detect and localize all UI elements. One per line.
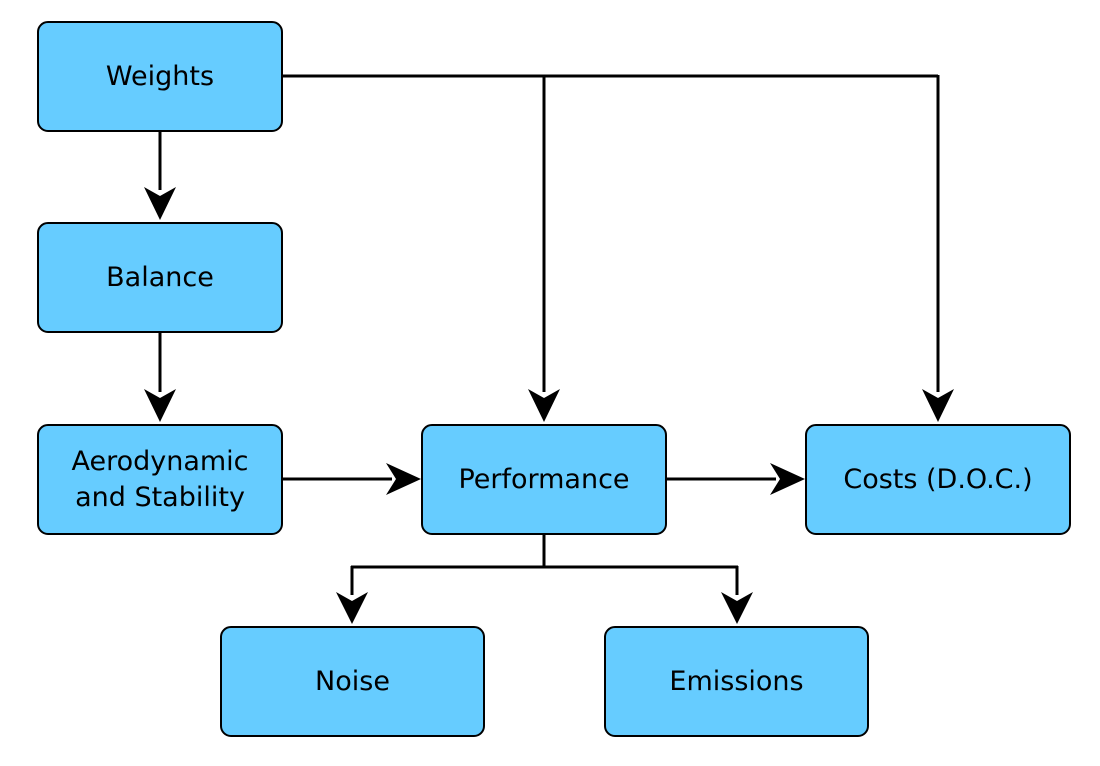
node-noise: Noise	[220, 626, 485, 737]
edge-performance-branch	[351, 534, 738, 569]
edge-performance-to-emissions	[721, 566, 753, 624]
node-aerodynamic-stability-label: Aerodynamic and Stability	[71, 444, 248, 516]
node-costs-label: Costs (D.O.C.)	[843, 463, 1033, 495]
node-weights: Weights	[37, 21, 283, 132]
node-emissions: Emissions	[604, 626, 869, 737]
node-aerodynamic-line1: Aerodynamic	[71, 445, 249, 477]
node-performance: Performance	[421, 424, 667, 535]
node-noise-label: Noise	[315, 665, 390, 697]
edge-weights-to-costs	[922, 75, 954, 422]
node-performance-label: Performance	[458, 463, 630, 495]
edge-performance-to-noise	[336, 566, 368, 624]
node-aerodynamic-line2: and Stability	[75, 481, 245, 513]
edge-performance-to-costs	[666, 463, 805, 495]
node-balance: Balance	[37, 222, 283, 333]
node-costs: Costs (D.O.C.)	[805, 424, 1071, 535]
node-emissions-label: Emissions	[669, 665, 804, 697]
edge-weights-to-performance	[528, 75, 560, 422]
edge-balance-to-aerodynamic	[144, 332, 176, 422]
node-balance-label: Balance	[106, 261, 214, 293]
node-weights-label: Weights	[105, 60, 215, 92]
edge-weights-to-balance	[144, 131, 176, 220]
edge-aerodynamic-to-performance	[282, 463, 421, 495]
node-aerodynamic-stability: Aerodynamic and Stability	[37, 424, 283, 535]
